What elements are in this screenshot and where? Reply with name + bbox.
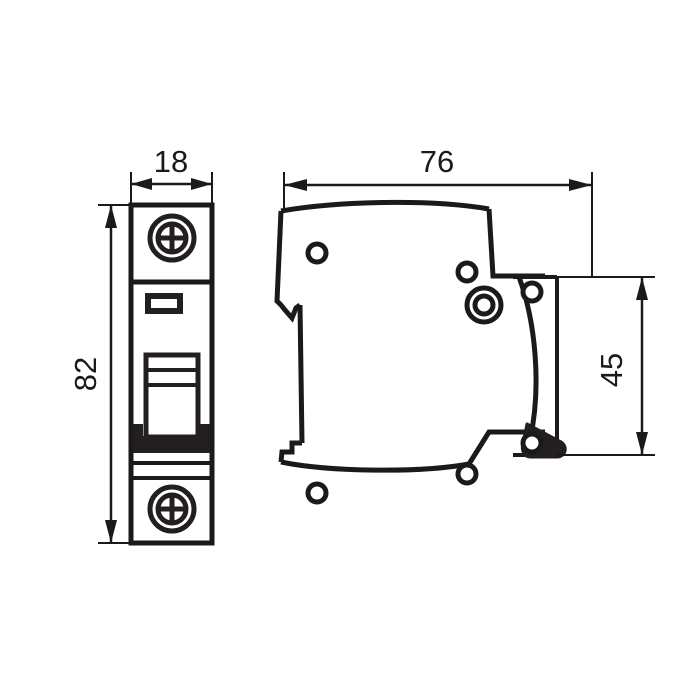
arrowhead-din-top — [636, 277, 648, 300]
front-view-dimensions: 18 82 — [68, 144, 213, 544]
side-left-edge-upper — [274, 210, 302, 323]
din-rail-channel — [297, 304, 305, 444]
side-view — [274, 199, 567, 505]
screw-cross-head-bottom[interactable] — [147, 484, 197, 534]
arrowhead-height-bottom — [105, 520, 117, 543]
rivet-hole-upper-left — [305, 241, 329, 265]
dim-label-din-height: 45 — [594, 353, 629, 387]
rivet-hole-lower-left — [305, 481, 329, 505]
arrowhead-depth-right — [569, 179, 592, 191]
pivot-inner-circle — [472, 293, 496, 317]
pivot-boss — [464, 285, 504, 325]
front-view — [128, 202, 215, 546]
rivet-hole-upper-mid — [455, 260, 479, 284]
din-clip-notch — [278, 440, 302, 463]
front-toggle-base-band — [133, 436, 210, 453]
front-toggle-shoulder-left — [133, 424, 143, 438]
toggle-body — [143, 352, 201, 440]
arrowhead-din-bottom — [636, 432, 648, 455]
side-bottom-edge — [280, 459, 470, 473]
arrowhead-height-top — [105, 205, 117, 228]
rivet-hole-lever-top — [520, 280, 544, 304]
screw-cross-head-top[interactable] — [147, 213, 197, 263]
arrowhead-depth-left — [284, 179, 307, 191]
rectangular-indicator — [145, 293, 183, 314]
front-toggle-shoulder-right — [200, 424, 210, 438]
arrowhead-width-left — [131, 178, 152, 190]
dim-label-width: 18 — [154, 144, 188, 179]
rivet-hole-lever-bottom — [520, 431, 544, 455]
dim-label-depth: 76 — [420, 144, 454, 179]
side-view-dimensions: 76 45 — [283, 144, 655, 456]
side-top-edge — [280, 199, 490, 214]
rivet-hole-lower-mid — [455, 462, 479, 486]
dim-label-height: 82 — [68, 357, 103, 391]
side-upper-right-step — [486, 208, 545, 279]
toggle-switch[interactable] — [143, 352, 201, 440]
arrowhead-width-right — [191, 178, 212, 190]
